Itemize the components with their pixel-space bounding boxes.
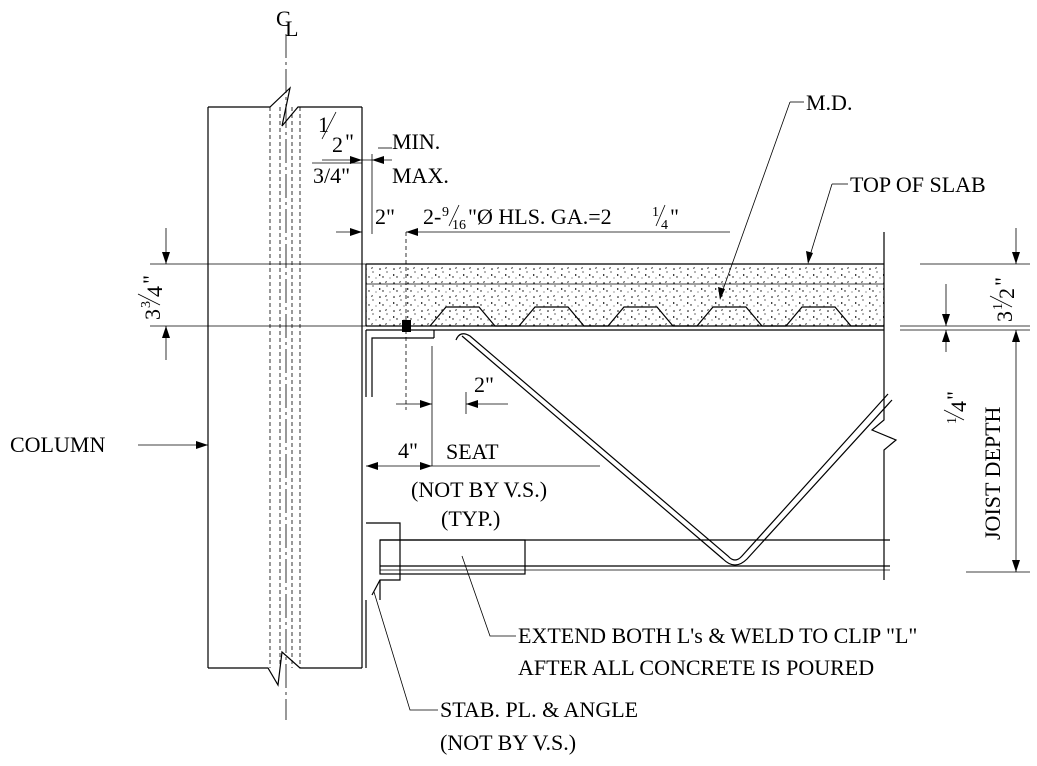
holes-frac-den: 16 [452, 218, 466, 233]
right-dim-whole: 3 [992, 311, 1017, 322]
holes-gage-num: 1 [652, 205, 659, 220]
centerline-c: C [276, 6, 291, 31]
stab-note-line1: STAB. PL. & ANGLE [440, 697, 638, 722]
extend-note-line2: AFTER ALL CONCRETE IS POURED [518, 655, 874, 680]
extend-note-line1: EXTEND BOTH L's & WELD TO CLIP "L" [518, 623, 917, 648]
slab-break-line [870, 232, 898, 580]
joist-top-chord [365, 320, 435, 397]
quarter-den: 4 [946, 401, 971, 412]
stab-note-line2: (NOT BY V.S.) [440, 730, 576, 755]
right-dim-den: 2 [994, 288, 1019, 299]
left-dim-whole: 3 [140, 309, 165, 320]
metal-deck [366, 306, 884, 331]
right-dim-inch: " [990, 277, 1015, 286]
holes-gage-den: 4 [661, 218, 668, 233]
seat-typ: (TYP.) [441, 506, 500, 531]
joist-web [455, 333, 893, 566]
two-inch-dim: 2" [375, 204, 395, 229]
min-dim-num: 1 [318, 112, 329, 137]
right-dim-num: 1 [991, 303, 1006, 310]
joist-depth-label: JOIST DEPTH [980, 406, 1005, 540]
quarter-inch: " [942, 391, 967, 400]
column [207, 86, 363, 687]
web-two-inch-dim: 2" [474, 372, 494, 397]
concrete-slab [365, 263, 884, 327]
holes-inch: " [670, 204, 679, 229]
four-inch-dim: 4" [398, 438, 418, 463]
seat-not-by-vs: (NOT BY V.S.) [411, 477, 547, 502]
quarter-num: 1 [945, 417, 960, 424]
max-dim-value: 3/4" [313, 163, 350, 188]
column-label: COLUMN [10, 432, 105, 457]
min-dim-inch: " [345, 129, 354, 154]
left-dim-inch: " [138, 275, 163, 284]
holes-text: "Ø HLS. GA.=2 [468, 204, 612, 229]
centerline-l: L [285, 16, 298, 41]
left-dim-den: 4 [142, 286, 167, 297]
holes-prefix: 2- [423, 204, 441, 229]
top-of-slab-label: TOP OF SLAB [850, 172, 986, 197]
md-label: M.D. [806, 90, 852, 115]
stab-plate-angle [365, 522, 401, 668]
min-label: MIN. [392, 129, 440, 154]
max-label: MAX. [392, 163, 449, 188]
seat-label: SEAT [446, 439, 499, 464]
holes-frac-num: 9 [442, 205, 449, 220]
joist-bottom-chord [379, 539, 890, 575]
min-dim-den: 2 [332, 132, 343, 157]
left-dim-num: 3 [139, 301, 154, 308]
